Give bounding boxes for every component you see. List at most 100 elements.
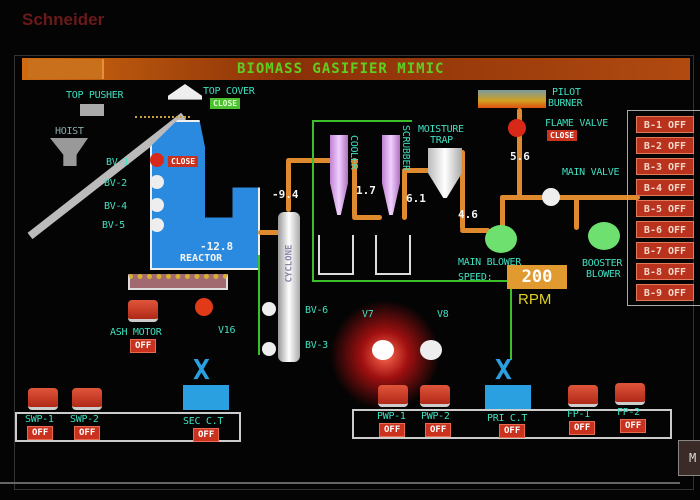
pipe (500, 195, 640, 200)
cooler-label: COOLER (348, 135, 359, 170)
feed-conveyor-top (135, 116, 190, 121)
bv-4-valve[interactable] (150, 198, 164, 212)
b-8-button[interactable]: B-8 OFF (636, 263, 694, 280)
swp-2-icon[interactable] (72, 388, 102, 410)
pilot-burner-label: PILOT (552, 87, 581, 98)
fp-1-label: FP-1 (567, 409, 590, 420)
pilot-burner-icon[interactable] (478, 90, 546, 108)
b-5-button[interactable]: B-5 OFF (636, 200, 694, 217)
ash-motor-icon[interactable] (128, 300, 158, 322)
main-valve-label: MAIN VALVE (562, 167, 620, 178)
pipe (352, 158, 357, 218)
pipe (460, 228, 490, 233)
top-pusher-icon (80, 104, 104, 116)
v8-label: V8 (437, 309, 449, 320)
water-line (312, 120, 314, 280)
bv-1-valve[interactable] (150, 153, 164, 167)
bv-4-label: BV-4 (104, 201, 127, 212)
nav-button[interactable]: M (678, 440, 700, 476)
speed-unit: RPM (518, 291, 552, 308)
brand-logo: Schneider (22, 10, 105, 29)
top-cover-state[interactable]: CLOSE (210, 98, 241, 109)
bv-5-label: BV-5 (102, 220, 125, 231)
pipe (258, 230, 280, 235)
moisture-trap-value: 4.6 (458, 208, 478, 221)
pilot-burner-label-2: BURNER (548, 98, 583, 109)
burner-panel: B-1 OFF B-2 OFF B-3 OFF B-4 OFF B-5 OFF … (627, 110, 700, 306)
pipe (352, 215, 382, 220)
swp-2-state[interactable]: OFF (74, 426, 101, 440)
fp-2-label: FP-2 (617, 407, 640, 418)
swp-2-label: SWP-2 (70, 414, 99, 425)
fp-2-state[interactable]: OFF (620, 419, 647, 433)
pipe (574, 195, 579, 230)
v16-label: V16 (218, 325, 236, 336)
sec-ct-icon[interactable]: X (183, 355, 229, 410)
swp-1-icon[interactable] (28, 388, 58, 410)
water-line (258, 255, 260, 355)
booster-blower-label-2: BLOWER (586, 269, 621, 280)
datetime-box (28, 59, 104, 79)
bv-5-valve[interactable] (150, 218, 164, 232)
flame-valve-state[interactable]: CLOSE (547, 130, 578, 141)
pipe (402, 170, 407, 220)
ash-motor-label: ASH MOTOR (110, 327, 162, 338)
reactor-label: REACTOR (180, 253, 223, 264)
pwp-1-icon[interactable] (378, 385, 408, 407)
b-4-button[interactable]: B-4 OFF (636, 179, 694, 196)
v7-label: V7 (362, 309, 374, 320)
bv-3-label: BV-3 (305, 340, 328, 351)
pri-ct-state[interactable]: OFF (499, 424, 526, 438)
b-7-button[interactable]: B-7 OFF (636, 242, 694, 259)
pwp-2-icon[interactable] (420, 385, 450, 407)
cooler-vessel[interactable] (330, 135, 348, 215)
pri-ct-icon[interactable]: X (485, 355, 531, 410)
cooler-value: 1.7 (356, 184, 376, 197)
v7-valve[interactable] (372, 340, 394, 360)
bv-2-valve[interactable] (150, 175, 164, 189)
fp-2-icon[interactable] (615, 383, 645, 405)
main-valve[interactable] (542, 188, 560, 206)
booster-blower-icon[interactable] (588, 222, 620, 250)
ash-motor-state[interactable]: OFF (130, 339, 157, 353)
pwp-2-state[interactable]: OFF (425, 423, 452, 437)
flame-valve-label: FLAME VALVE (545, 118, 608, 129)
main-blower-icon[interactable] (485, 225, 517, 253)
b-6-button[interactable]: B-6 OFF (636, 221, 694, 238)
reactor-value: -12.8 (200, 240, 234, 253)
swp-1-state[interactable]: OFF (27, 426, 54, 440)
scrubber-label: SCRUBBER (400, 125, 411, 171)
pipe (286, 158, 336, 163)
b-1-button[interactable]: B-1 OFF (636, 116, 694, 133)
primary-pump-panel (352, 409, 672, 439)
page-title: BIOMASS GASIFIER MIMIC (237, 61, 445, 77)
pipe (286, 160, 291, 212)
pipe (517, 108, 522, 198)
bv-6-valve[interactable] (262, 302, 276, 316)
b-9-button[interactable]: B-9 OFF (636, 284, 694, 301)
cyclone-vessel[interactable] (278, 212, 300, 362)
cooler-tank (318, 235, 354, 275)
swp-1-label: SWP-1 (25, 414, 54, 425)
water-line (312, 280, 512, 282)
bv-3-valve[interactable] (262, 342, 276, 356)
v8-valve[interactable] (420, 340, 442, 360)
v16-valve[interactable] (195, 298, 213, 316)
flame-valve[interactable] (508, 119, 526, 137)
bv-1-label: BV-1 (106, 157, 129, 168)
scrubber-vessel[interactable] (382, 135, 400, 215)
cyclone-value: -9.4 (272, 188, 299, 201)
fp-1-icon[interactable] (568, 385, 598, 407)
speed-value[interactable]: 200 (507, 265, 567, 289)
burner-value: 5.6 (510, 150, 530, 163)
pwp-2-label: PWP-2 (421, 411, 450, 422)
sec-ct-state[interactable]: OFF (193, 428, 220, 442)
moisture-trap-label-2: TRAP (430, 135, 453, 146)
pwp-1-state[interactable]: OFF (379, 423, 406, 437)
bv-1-state[interactable]: CLOSE (168, 156, 199, 167)
fp-1-state[interactable]: OFF (569, 421, 596, 435)
b-3-button[interactable]: B-3 OFF (636, 158, 694, 175)
pipe (460, 150, 465, 230)
water-line (312, 120, 412, 122)
b-2-button[interactable]: B-2 OFF (636, 137, 694, 154)
